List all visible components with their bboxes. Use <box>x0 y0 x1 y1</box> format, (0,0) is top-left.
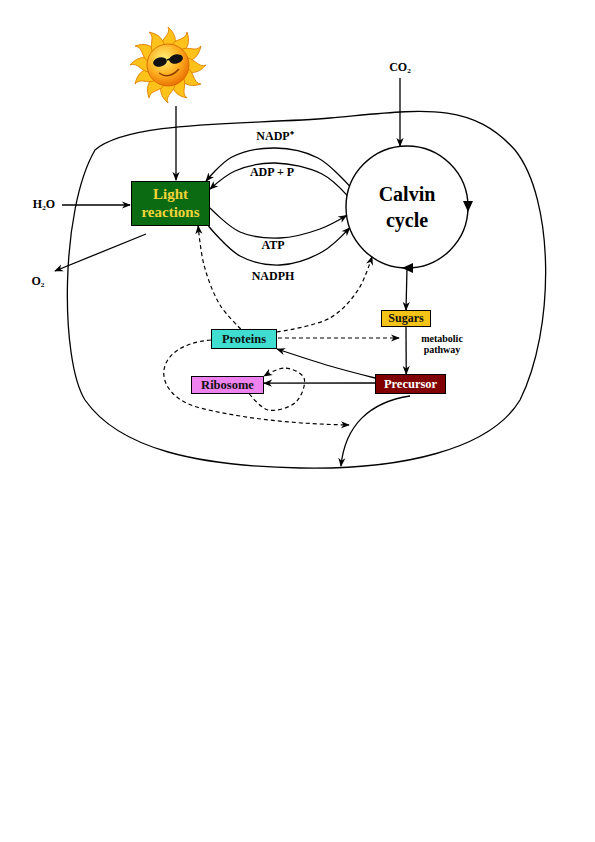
cycle-circle: Calvin cycle <box>345 145 469 269</box>
flow-arrow <box>277 349 375 378</box>
input-arrow <box>399 78 400 146</box>
regulation-arrow <box>278 337 399 338</box>
node-label: Precursor <box>384 377 437 391</box>
product-box: Sugars <box>381 310 431 327</box>
chemical-label: H₂O <box>33 198 55 211</box>
edge-label: NADPH <box>252 270 295 283</box>
flow-arrow <box>210 208 347 238</box>
dashed-connector <box>277 257 372 332</box>
edge-label: NADP⁺ <box>256 130 293 143</box>
dashed-connector <box>198 226 241 329</box>
flow-arrow <box>264 382 375 384</box>
input-arrow <box>62 204 130 205</box>
node-label: Sugars <box>388 312 423 326</box>
product-box: Ribosome <box>191 376 264 394</box>
cycle-arrowhead <box>463 201 473 212</box>
node-label: Light reactions <box>132 186 209 221</box>
cycle-arrowhead <box>402 263 413 273</box>
flow-arrow <box>405 327 407 374</box>
output-arrow <box>55 234 146 271</box>
chemical-label: O₂ <box>32 275 45 288</box>
process-box: Light reactions <box>131 181 210 226</box>
product-box: Proteins <box>211 329 277 349</box>
flow-arrow <box>208 226 349 265</box>
flow-arrow <box>206 148 350 186</box>
light-arrow <box>175 106 176 180</box>
cycle-ring <box>346 146 468 268</box>
sun-illustration <box>130 27 206 103</box>
node-label: Proteins <box>222 332 266 346</box>
product-box: Precursor <box>375 374 446 394</box>
flow-arrow <box>210 163 347 195</box>
node-label: Ribosome <box>201 378 254 392</box>
cycle-outline <box>345 145 469 269</box>
edge-label: metabolic pathway <box>412 333 472 355</box>
export-arrow <box>341 396 410 466</box>
node-label: Calvin cycle <box>367 181 447 233</box>
cell-membrane <box>67 111 545 468</box>
flow-arrow <box>406 268 407 310</box>
edge-label: ADP + P <box>250 166 294 179</box>
edge-label: ATP <box>261 239 284 252</box>
chemical-label: CO₂ <box>389 61 411 74</box>
regulation-arrow <box>164 340 349 425</box>
